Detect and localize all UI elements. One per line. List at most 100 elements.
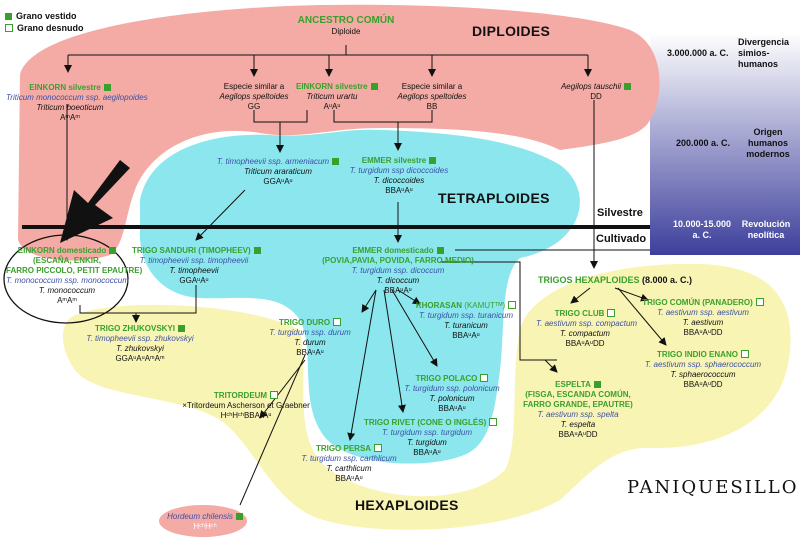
- khorasan-species: T. turanicum: [444, 321, 488, 330]
- timeline-date-1: 3.000.000 a. C.: [667, 48, 729, 58]
- zhukovskyi-ssp: T. timopheevii ssp. zhukovskyi: [86, 334, 194, 343]
- einkorn-wild-node: EINKORN silvestre Triticum monococcum ss…: [6, 83, 148, 123]
- rivet-node: TRIGO RIVET (CONE O INGLÉS) T. turgidum …: [364, 418, 498, 458]
- emmer-dom-node: EMMER domesticado (POVIA,PAVIA, POVIDA, …: [318, 246, 478, 296]
- tritordeum-genome: HᶜʰHᶜʰBBAᵘAᵘ: [220, 411, 272, 420]
- duro-species: T. durum: [294, 338, 326, 347]
- emmer-dom-genome: BBAᵘAᵘ: [384, 286, 412, 295]
- dressed-grain-icon: [253, 247, 261, 254]
- espelta-species: T. espelta: [560, 420, 596, 429]
- naked-grain-icon: [607, 309, 616, 317]
- speltoides-g-node: Especie similar a Aegilops speltoides GG: [210, 82, 298, 112]
- dressed-grain-icon: [436, 247, 444, 254]
- einkorn-dom-ssp: T. monococcum ssp. monococcum: [6, 276, 129, 285]
- comun-name: TRIGO COMÚN (PANADERO): [642, 298, 753, 307]
- einkorn-wild-genome: AᵐAᵐ: [60, 113, 80, 122]
- dressed-grain-icon: [5, 13, 12, 20]
- highlight-arrow: [60, 160, 130, 243]
- tetraploid-label: TETRAPLOIDES: [438, 190, 550, 206]
- einkorn-dom-name: EINKORN domesticado: [17, 246, 107, 255]
- polaco-node: TRIGO POLACO T. turgidum ssp. polonicum …: [400, 374, 504, 414]
- armeniacum-species: Triticum araraticum: [244, 167, 312, 176]
- cultivated-label: Cultivado: [596, 233, 647, 245]
- einkorn-wild-name: EINKORN silvestre: [29, 83, 101, 92]
- espelta-common2: FARRO GRANDE, EPAUTRE): [523, 400, 633, 409]
- club-node: TRIGO CLUB T. aestivum ssp. compactum T.…: [536, 309, 638, 349]
- dressed-grain-icon: [332, 158, 340, 165]
- einkorn-urartu-species: Triticum urartu: [306, 92, 358, 101]
- tetraploid-region: [139, 129, 580, 464]
- emmer-wild-node: EMMER silvestre T. turgidum ssp dicoccoi…: [346, 156, 452, 196]
- club-ssp: T. aestivum ssp. compactum: [536, 319, 638, 328]
- speltoides-b-node: Especie similar a Aegilops speltoides BB: [388, 82, 476, 112]
- duro-ssp: T. turgidum ssp. durum: [269, 328, 351, 337]
- speltoides-b-genome: BB: [426, 102, 438, 111]
- khorasan-node: KHORASAN (KAMUTᵀᴹ) T. turgidum ssp. tura…: [410, 301, 522, 341]
- sanduri-species: T. timopheevii: [169, 266, 219, 275]
- legend: Grano vestido Grano desnudo: [5, 10, 84, 34]
- ancestor-connectors: [63, 45, 667, 506]
- emmer-dom-ssp: T. turgidum ssp. dicoccum: [351, 266, 445, 275]
- khorasan-genome: BBAᵘAᵘ: [452, 331, 480, 340]
- persa-node: TRIGO PERSA T. turgidum ssp. carthlicum …: [296, 444, 402, 484]
- ancestor-node: ANCESTRO COMÚN Diploide: [280, 15, 412, 37]
- dressed-grain-icon: [593, 381, 601, 388]
- legend-naked: Grano desnudo: [5, 22, 84, 34]
- naked-grain-icon: [480, 374, 489, 382]
- emmer-dom-name: EMMER domesticado: [352, 246, 434, 255]
- zhukovskyi-species: T. zhukovskyi: [116, 344, 164, 353]
- dressed-grain-icon: [235, 513, 243, 520]
- tritordeum-name: TRITORDEUM: [213, 391, 268, 400]
- ancestor-name: ANCESTRO COMÚN: [297, 15, 395, 26]
- einkorn-dom-species: T. monococcum: [38, 286, 96, 295]
- hordeum-region: [159, 505, 247, 537]
- speltoides-b-line2: Aegilops speltoides: [397, 92, 467, 101]
- emmer-wild-ssp: T. turgidum ssp dicoccoides: [349, 166, 449, 175]
- tritordeum-node: TRITORDEUM ×Tritordeum Ascherson et Grae…: [178, 391, 314, 421]
- armeniacum-node: T. timopheevii ssp. armeniacum Triticum …: [208, 157, 348, 187]
- emmer-wild-name: EMMER silvestre: [361, 156, 427, 165]
- hexaploid-group-date: (8.000 a. C.): [642, 275, 693, 285]
- persa-name: TRIGO PERSA: [315, 444, 372, 453]
- naked-grain-icon: [333, 318, 342, 326]
- hexaploid-group-name: TRIGOS HEXAPLOIDES: [538, 275, 640, 285]
- timeline-event-3: Revolución neolítica: [741, 219, 791, 240]
- timeline-event-2: Origen humanos modernos: [746, 127, 790, 159]
- sanduri-node: TRIGO SANDURI (TIMOPHEEV) T. timopheevii…: [132, 246, 261, 286]
- rivet-species: T. turgidum: [407, 438, 447, 447]
- legend-dressed: Grano vestido: [5, 10, 84, 22]
- einkorn-urartu-name: EINKORN silvestre: [296, 82, 368, 91]
- indio-genome: BBAᵘAᵘDD: [683, 380, 723, 389]
- naked-grain-icon: [740, 350, 749, 358]
- sanduri-name: TRIGO SANDURI (TIMOPHEEV): [132, 246, 251, 255]
- hordeum-node: Hordeum chilensis HᶜʰHᶜʰ: [166, 512, 244, 532]
- naked-grain-icon: [374, 444, 383, 452]
- armeniacum-genome: GGAᵘAᵘ: [263, 177, 293, 186]
- club-species: T. compactum: [560, 329, 610, 338]
- dressed-grain-icon: [178, 325, 185, 332]
- einkorn-urartu-node: EINKORN silvestre Triticum urartu AᵘAᵘ: [296, 82, 378, 112]
- einkorn-dom-genome: AᵐAᵐ: [57, 296, 77, 305]
- comun-node: TRIGO COMÚN (PANADERO) T. aestivum ssp. …: [640, 298, 766, 338]
- naked-grain-icon: [489, 418, 498, 426]
- einkorn-wild-syn: Triticum boeoticum: [36, 103, 104, 112]
- naked-grain-icon: [755, 298, 764, 306]
- einkorn-dom-common2: FARRO PICCOLO, PETIT EPAUTRE): [6, 266, 143, 275]
- khorasan-brand: (KAMUTᵀᴹ): [464, 301, 506, 310]
- naked-grain-icon: [5, 24, 13, 32]
- club-genome: BBAᵘAᵘDD: [565, 339, 605, 348]
- zhukovskyi-node: TRIGO ZHUKOVSKYI T. timopheevii ssp. zhu…: [80, 324, 200, 364]
- speltoides-g-line2: Aegilops speltoides: [219, 92, 289, 101]
- tauschii-name: Aegilops tauschii: [560, 82, 622, 91]
- hexaploid-label: HEXAPLOIDES: [355, 497, 459, 513]
- naked-grain-icon: [508, 301, 517, 309]
- emmer-wild-species: T. dicoccoides: [373, 176, 425, 185]
- espelta-node: ESPELTA (FISGA, ESCANDA COMÚN, FARRO GRA…: [522, 380, 634, 440]
- timeline-band: [650, 33, 800, 255]
- duro-name: TRIGO DURO: [278, 318, 331, 327]
- duro-genome: BBAᵘAᵘ: [296, 348, 324, 357]
- zhukovskyi-name: TRIGO ZHUKOVSKYI: [94, 324, 175, 333]
- emmer-dom-common: (POVIA,PAVIA, POVIDA, FARRO MEDIO): [322, 256, 474, 265]
- zhukovskyi-genome: GGAᵘAᵘAᵐAᵐ: [115, 354, 165, 363]
